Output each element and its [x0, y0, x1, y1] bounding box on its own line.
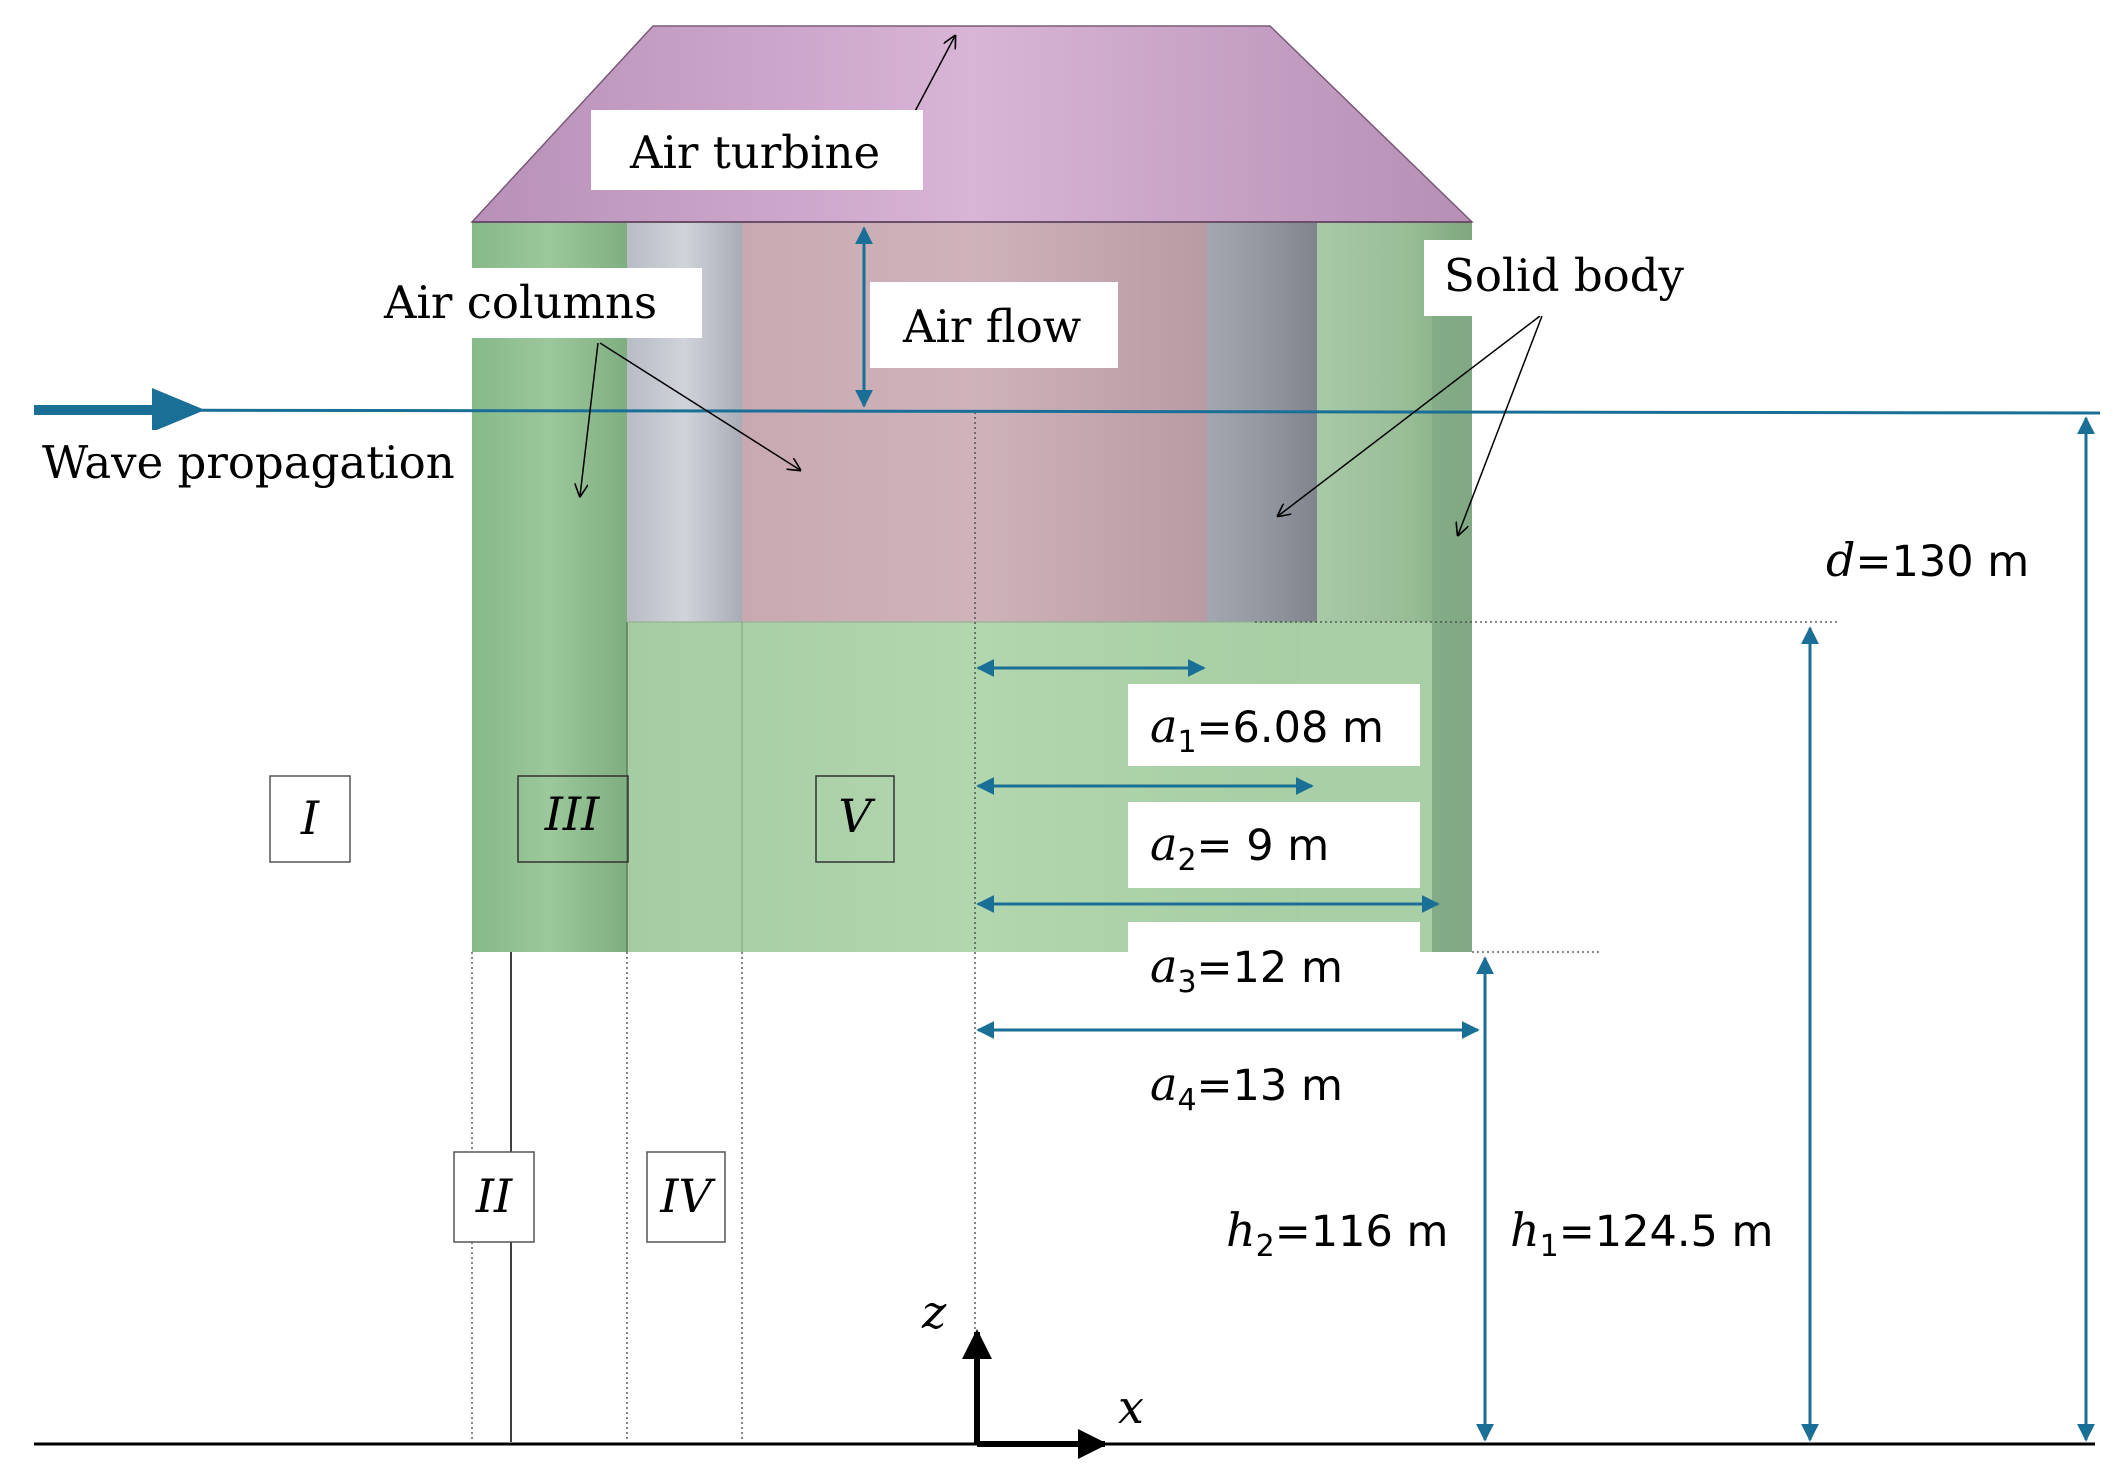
solid-body-pointer-2 — [1458, 315, 1543, 535]
air-columns-label: Air columns — [383, 276, 657, 329]
wave-arrow-head — [152, 388, 205, 432]
h2-label: h2=116 m — [1226, 1203, 1448, 1264]
region-V: V — [838, 789, 876, 843]
a3-label: a3=12 m — [1150, 939, 1343, 1000]
region-II: II — [475, 1169, 513, 1223]
outer-ring-right — [1432, 312, 1472, 952]
z-axis-label: z — [921, 1285, 947, 1339]
region-IV: IV — [659, 1169, 716, 1223]
wave-propagation-label: Wave propagation — [42, 436, 455, 489]
air-flow-label: Air flow — [902, 300, 1081, 353]
air-column-pointer-2 — [599, 342, 800, 470]
air-turbine-label: Air turbine — [629, 126, 880, 179]
air-column-pointer-1 — [580, 342, 599, 496]
region-III: III — [544, 787, 600, 841]
solid-body-pointer-1 — [1278, 315, 1541, 516]
d-label: d=130 m — [1826, 533, 2029, 587]
free-surface-line — [33, 408, 2101, 415]
a1-label: a1=6.08 m — [1150, 699, 1384, 760]
solid-body-label: Solid body — [1444, 249, 1685, 302]
h1-label: h1=124.5 m — [1510, 1203, 1773, 1264]
x-axis-label: x — [1118, 1380, 1144, 1434]
a2-label: a2= 9 m — [1150, 817, 1329, 878]
region-I: I — [300, 791, 320, 845]
grey-column-right — [1207, 222, 1317, 622]
a4-label: a4=13 m — [1150, 1057, 1343, 1118]
